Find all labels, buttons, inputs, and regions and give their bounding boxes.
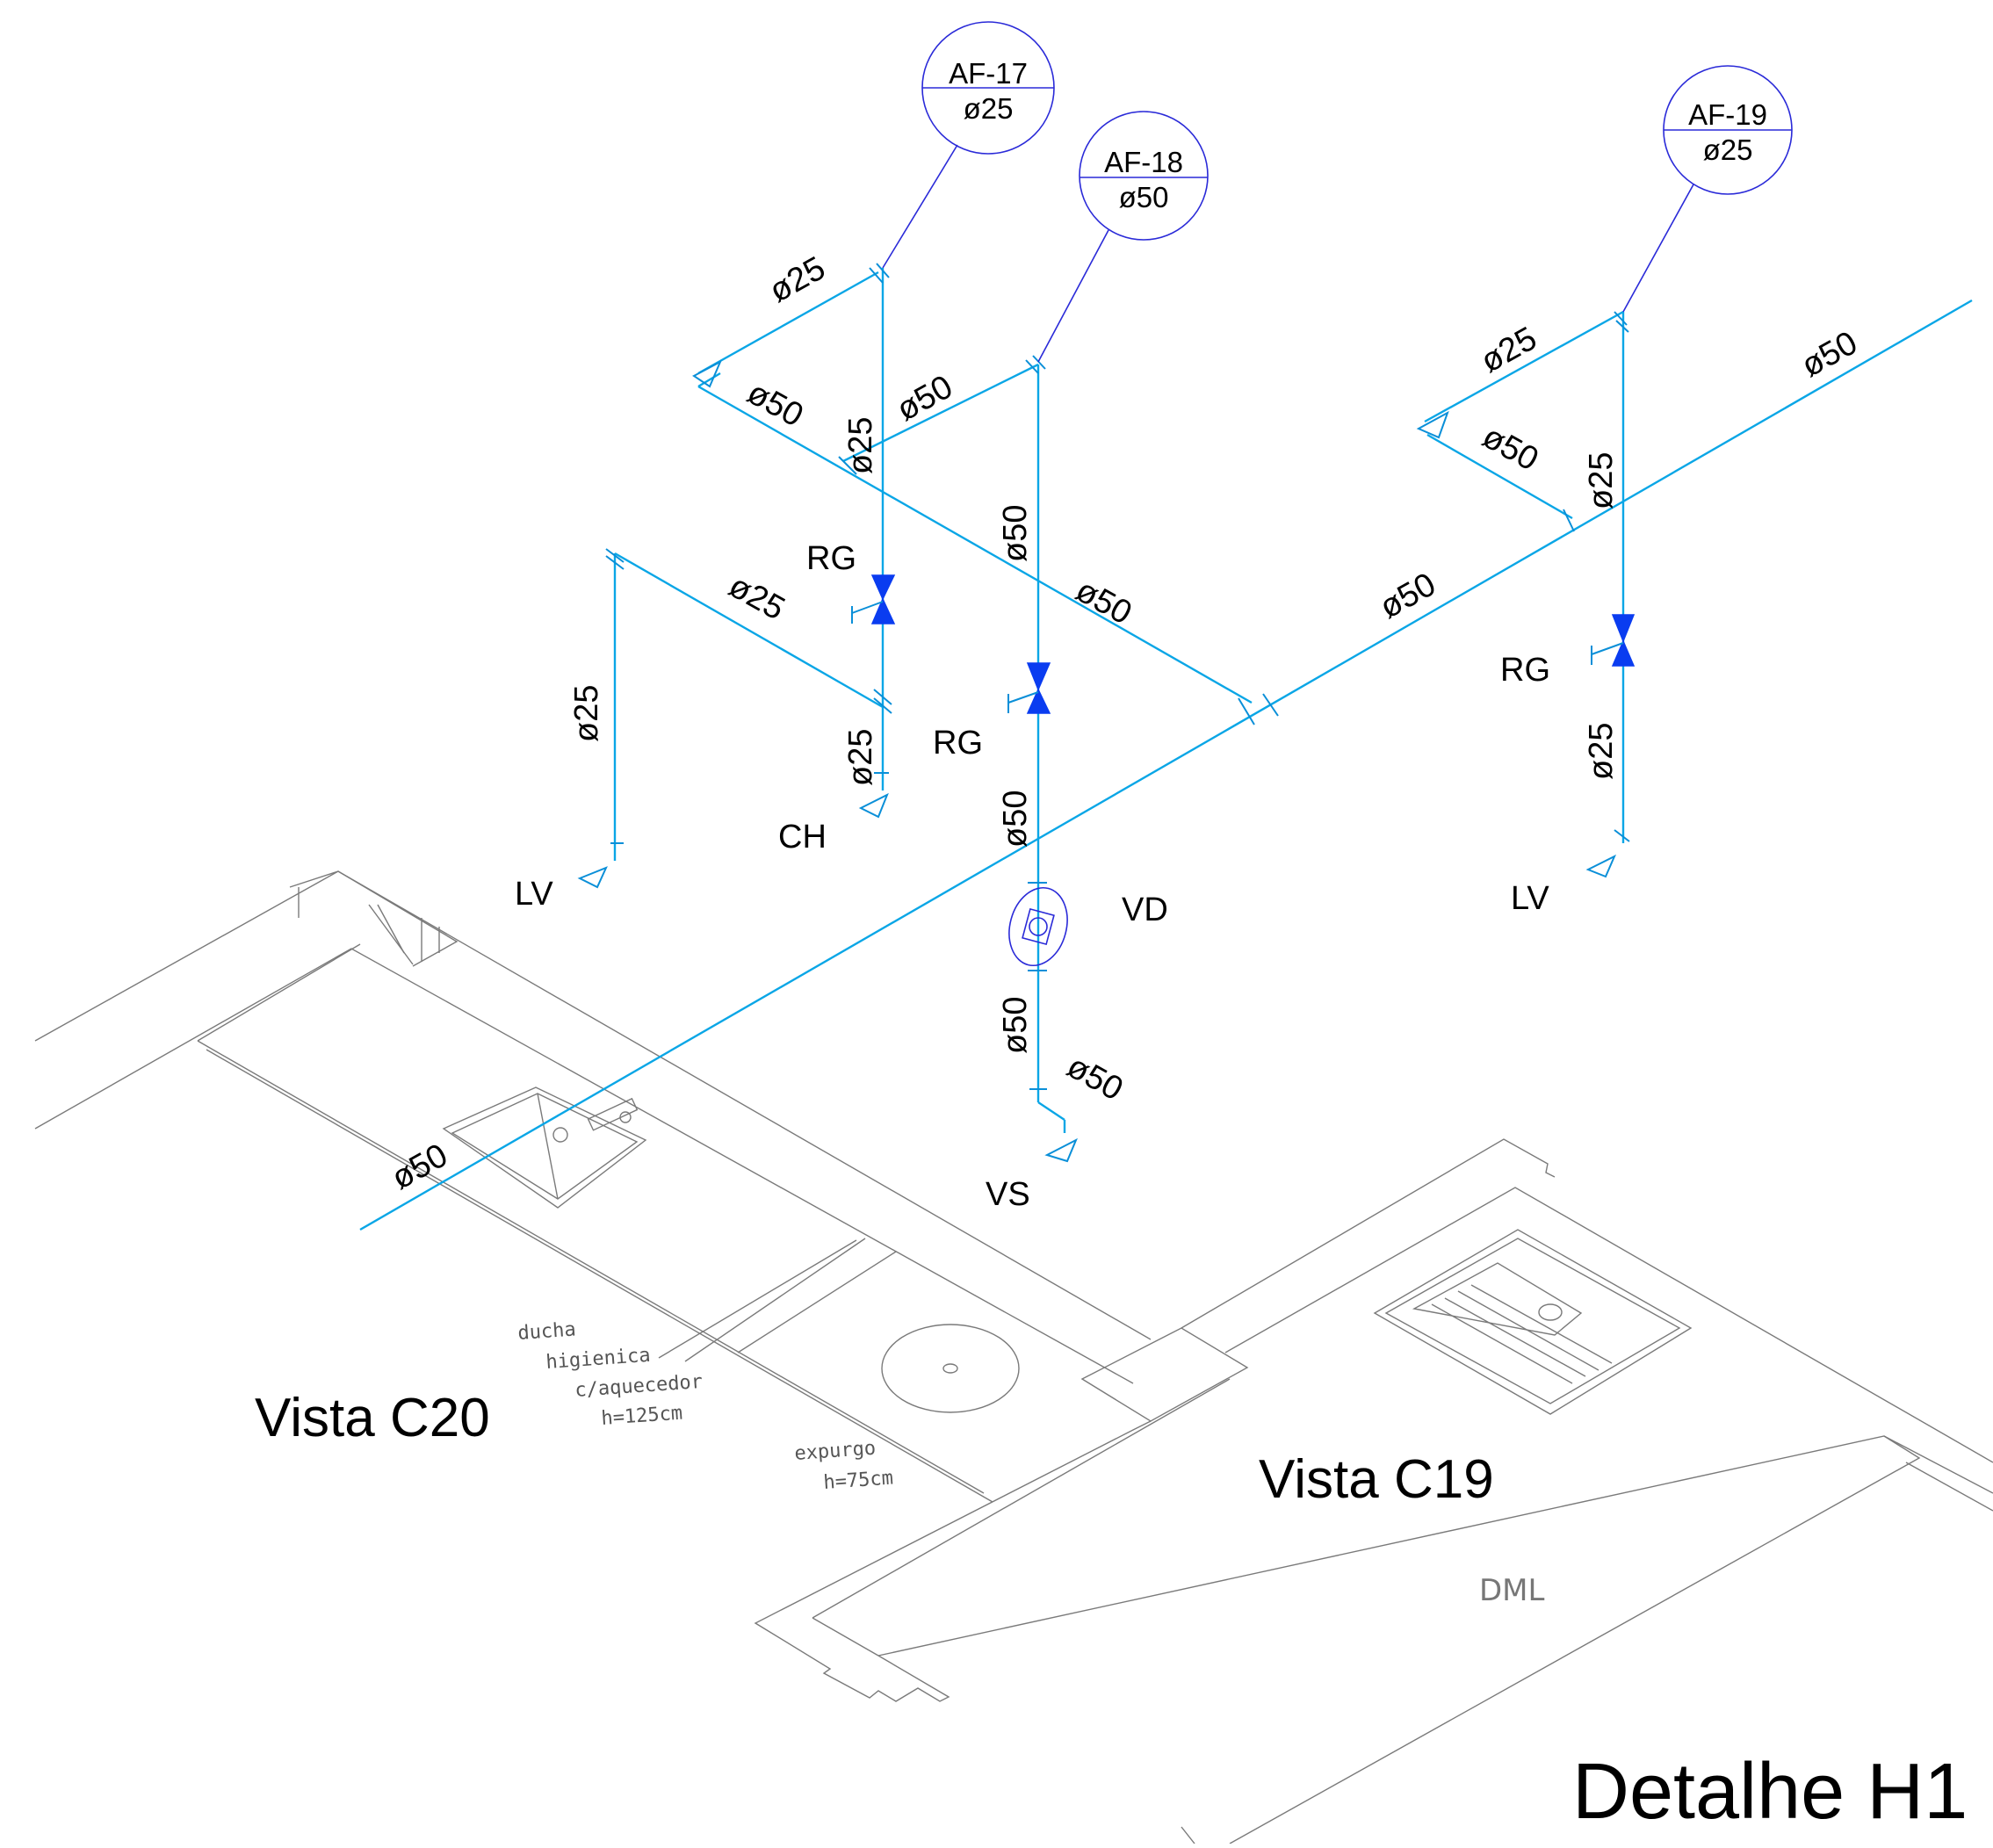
end-arrow-icon bbox=[1416, 410, 1449, 439]
pipe-network bbox=[359, 268, 1973, 1231]
valve-rg-af17 bbox=[851, 574, 896, 624]
pipe-label: ø50 bbox=[386, 1137, 454, 1196]
valve-rg-af18 bbox=[1007, 662, 1051, 714]
tag-id: AF-17 bbox=[949, 57, 1028, 90]
label-lv: LV bbox=[515, 876, 553, 913]
tag-id: AF-18 bbox=[1104, 146, 1183, 178]
note-ducha-line3: c/aquecedor bbox=[574, 1371, 704, 1402]
label-rg: RG bbox=[1500, 652, 1550, 689]
pipe-diameter-labels: ø25 ø50 ø50 ø25 ø50 ø50 ø25 ø25 ø25 ø50 … bbox=[386, 249, 1864, 1196]
note-expurgo-line1: expurgo bbox=[794, 1438, 877, 1465]
end-arrow-icon bbox=[692, 359, 723, 388]
note-expurgo-line2: h=75cm bbox=[823, 1468, 894, 1494]
note-ducha-line2: higienica bbox=[545, 1345, 652, 1374]
note-ducha-line1: ducha bbox=[517, 1318, 577, 1345]
pipe-label: ø25 bbox=[1583, 452, 1620, 509]
drain-vd-icon bbox=[1008, 886, 1068, 967]
pipe-label: ø50 bbox=[997, 505, 1034, 562]
pipe-label: ø50 bbox=[891, 368, 959, 428]
end-arrow-icon bbox=[858, 792, 889, 819]
pipe-label: ø50 bbox=[1795, 324, 1864, 384]
pipe-label: ø50 bbox=[1070, 572, 1138, 632]
pipe-label: ø25 bbox=[723, 567, 791, 627]
pipe-label: ø25 bbox=[1475, 320, 1543, 379]
tag-af-17: AF-17 ø25 bbox=[882, 21, 1055, 269]
tag-af-18: AF-18 ø50 bbox=[1037, 111, 1209, 363]
label-vs: VS bbox=[986, 1176, 1030, 1213]
tag-diameter: ø25 bbox=[1703, 134, 1753, 166]
pipe-label: ø50 bbox=[741, 374, 810, 434]
label-vd: VD bbox=[1122, 892, 1168, 928]
pipe-label: ø25 bbox=[568, 685, 605, 742]
pipe-label: ø25 bbox=[1583, 723, 1620, 780]
label-rg: RG bbox=[933, 725, 983, 762]
pipe-label: ø50 bbox=[997, 790, 1034, 848]
fixture-notes: ducha higienica c/aquecedor h=125cm expu… bbox=[517, 1239, 1545, 1608]
detail-title: Detalhe H1 bbox=[1572, 1748, 1968, 1836]
pipe-label: ø50 bbox=[1061, 1048, 1130, 1108]
end-arrow-icon bbox=[1585, 854, 1617, 878]
pipe-end-arrows bbox=[577, 359, 1617, 1163]
architecture-outline bbox=[34, 870, 1993, 1844]
label-lv: LV bbox=[1511, 880, 1549, 917]
fixture-labels: RG RG RG CH LV LV VD VS bbox=[515, 540, 1550, 1213]
view-title-c19: Vista C19 bbox=[1259, 1449, 1494, 1510]
note-dml: DML bbox=[1479, 1573, 1545, 1608]
end-arrow-icon bbox=[1044, 1137, 1078, 1163]
end-arrow-icon bbox=[577, 866, 608, 889]
label-ch: CH bbox=[778, 819, 827, 855]
pipe-label: ø50 bbox=[1374, 566, 1442, 625]
tag-diameter: ø25 bbox=[964, 92, 1014, 125]
view-title-c20: Vista C20 bbox=[255, 1388, 490, 1448]
pipe-tick-marks bbox=[605, 263, 1630, 1090]
pipe-label: ø50 bbox=[997, 997, 1034, 1054]
label-rg: RG bbox=[806, 540, 856, 577]
tag-af-19: AF-19 ø25 bbox=[1622, 65, 1793, 313]
valve-rg-af19 bbox=[1591, 614, 1636, 667]
tag-id: AF-19 bbox=[1688, 98, 1767, 131]
note-ducha-line4: h=125cm bbox=[601, 1403, 683, 1430]
pipe-label: ø25 bbox=[842, 417, 879, 474]
tag-diameter: ø50 bbox=[1119, 181, 1169, 213]
pipe-label: ø25 bbox=[842, 729, 879, 786]
pipe-label: ø25 bbox=[763, 249, 832, 309]
